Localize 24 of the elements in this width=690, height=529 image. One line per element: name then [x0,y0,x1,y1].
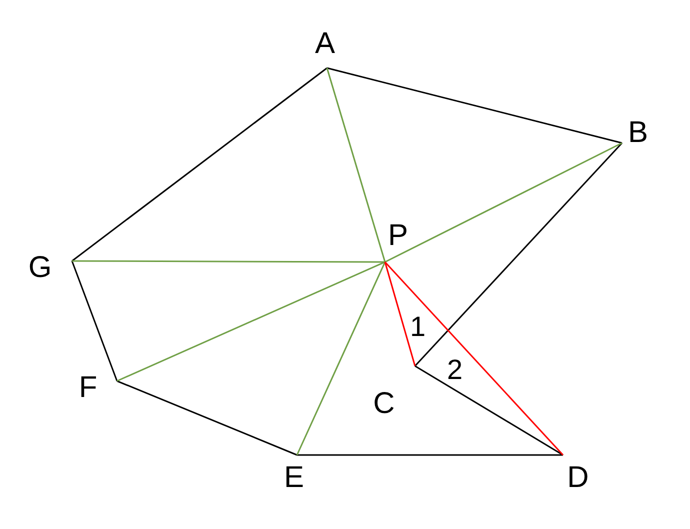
point-label: A [313,28,337,68]
point-label: C [372,366,415,420]
line-segment [116,380,298,456]
line-segment [326,68,386,262]
line-segment [296,262,386,456]
line-segment [384,142,622,263]
line-segment [384,262,564,456]
point-label: E [282,455,306,494]
angle-label: 2 [447,355,463,385]
line-segment [72,260,385,263]
line-segment [71,260,118,382]
point-label: B [622,117,650,149]
line-segment [326,67,622,144]
line-segment [414,142,623,367]
point-label: P [385,220,410,262]
line-segment [414,365,564,456]
point-label: F [76,372,117,404]
line-segment [72,67,328,262]
angle-label: 1 [410,312,426,342]
line-segment [384,262,416,366]
line-segment [116,261,386,382]
point-label: D [563,455,590,494]
line-segment [297,454,563,456]
point-label: G [28,252,72,284]
